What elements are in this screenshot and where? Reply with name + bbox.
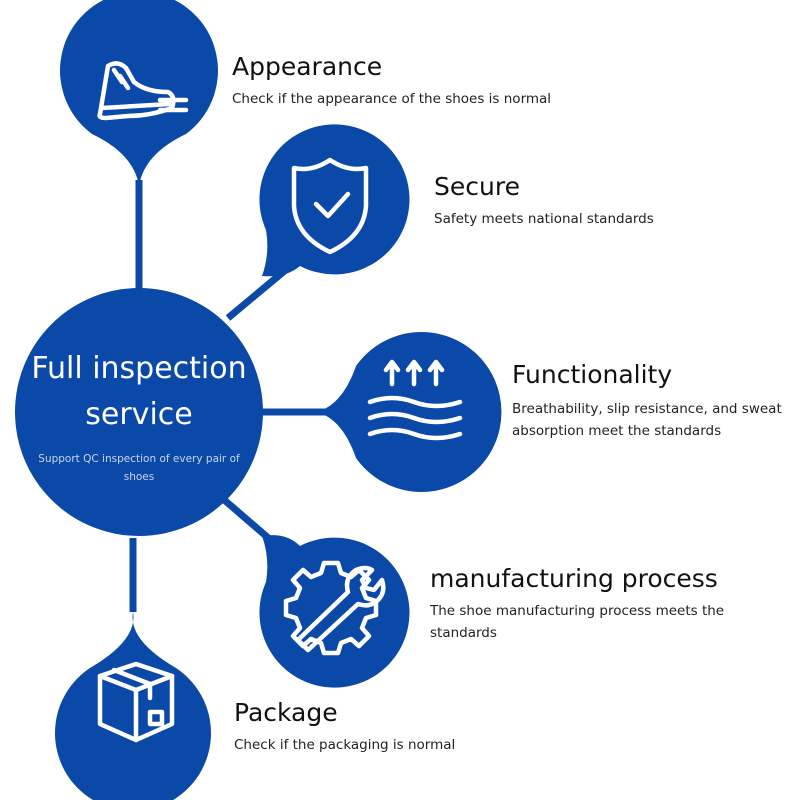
process-description: The shoe manufacturing process meets the… (430, 603, 725, 641)
package-teardrop (55, 612, 211, 800)
functionality-description: Breathability, slip resistance, and swea… (512, 401, 782, 439)
functionality-teardrop (316, 332, 502, 492)
functionality-title: Functionality (512, 360, 673, 389)
process-node (259, 535, 410, 688)
appearance-description: Check if the appearance of the shoes is … (232, 91, 552, 107)
secure-node (259, 124, 410, 277)
hub-title: Full inspection service (31, 351, 247, 432)
hub-subtitle: Support QC inspection of every pair of s… (38, 453, 240, 483)
process-title: manufacturing process (430, 564, 718, 593)
secure-description: Safety meets national standards (434, 211, 654, 227)
secure-teardrop (259, 124, 410, 277)
gear-wrench-icon (283, 560, 386, 656)
package-description: Check if the packaging is normal (234, 737, 456, 753)
sneaker-icon (97, 61, 189, 121)
package-box-icon (97, 661, 175, 743)
package-node (55, 612, 211, 800)
shield-check-icon (291, 157, 369, 255)
hub-circle (15, 288, 263, 536)
appearance-title: Appearance (232, 52, 383, 81)
secure-title: Secure (434, 172, 520, 201)
package-title: Package (234, 698, 338, 727)
breathable-waves-icon (367, 359, 463, 441)
process-teardrop (259, 535, 410, 688)
appearance-node (60, 0, 218, 186)
appearance-teardrop (60, 0, 218, 186)
functionality-node (316, 332, 502, 492)
connector-secure (225, 265, 291, 321)
